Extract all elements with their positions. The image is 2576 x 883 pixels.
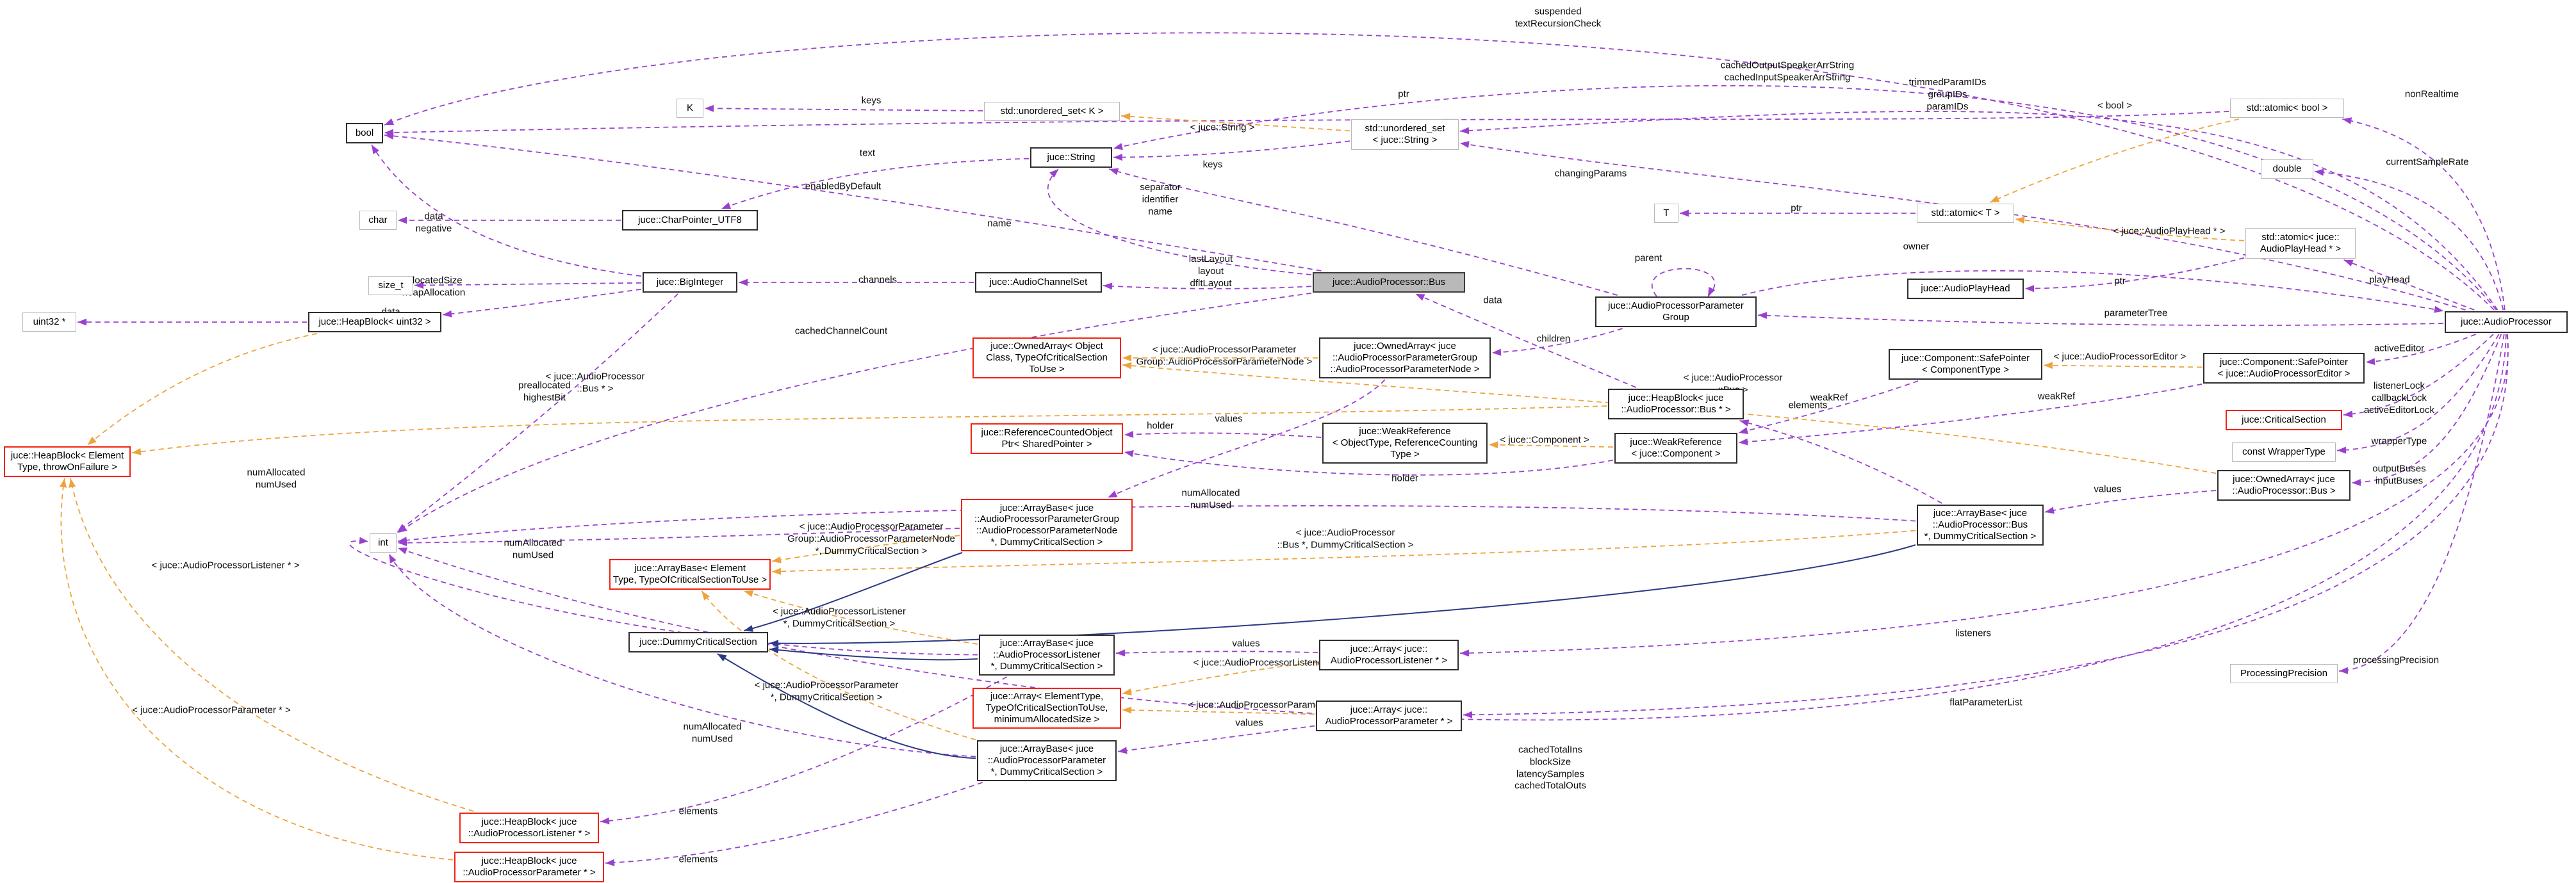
diagram-node-K[interactable]: K — [677, 99, 703, 118]
diagram-node-cp_utf8[interactable]: juce::CharPointer_UTF8 — [622, 210, 758, 231]
diagram-node-processor[interactable]: juce::AudioProcessor — [2445, 311, 2568, 333]
diagram-node-arr_listener[interactable]: juce::Array< juce:: AudioProcessorListen… — [1319, 640, 1459, 670]
diagram-node-playhead[interactable]: juce::AudioPlayHead — [1907, 279, 2024, 299]
diagram-node-ab_bus[interactable]: juce::ArrayBase< juce ::AudioProcessor::… — [1917, 505, 2044, 546]
diagram-node-atomic_t[interactable]: std::atomic< T > — [1917, 204, 2014, 223]
diagram-node-oa_generic[interactable]: juce::OwnedArray< Object Class, TypeOfCr… — [972, 337, 1121, 378]
diagram-node-ab_generic[interactable]: juce::ArrayBase< Element Type, TypeOfCri… — [609, 559, 771, 590]
diagram-node-bus[interactable]: juce::AudioProcessor::Bus — [1313, 272, 1465, 293]
diagram-node-procprec[interactable]: ProcessingPrecision — [2230, 664, 2338, 683]
diagram-node-paramgroup[interactable]: juce::AudioProcessorParameter Group — [1595, 296, 1757, 327]
diagram-node-ab_parameter[interactable]: juce::ArrayBase< juce ::AudioProcessorPa… — [977, 740, 1117, 781]
diagram-node-int[interactable]: int — [370, 533, 397, 553]
diagram-node-ab_listener[interactable]: juce::ArrayBase< juce ::AudioProcessorLi… — [979, 635, 1115, 676]
diagram-node-atomic_ph[interactable]: std::atomic< juce:: AudioPlayHead * > — [2245, 228, 2356, 259]
diagram-node-rcop[interactable]: juce::ReferenceCountedObject Ptr< Shared… — [971, 423, 1123, 454]
diagram-node-hb_busp[interactable]: juce::HeapBlock< juce ::AudioProcessor::… — [1608, 389, 1744, 419]
diagram-node-uset_string[interactable]: std::unordered_set < juce::String > — [1351, 119, 1459, 150]
diagram-node-uset_k[interactable]: std::unordered_set< K > — [984, 102, 1120, 121]
diagram-node-arr_generic[interactable]: juce::Array< ElementType, TypeOfCritical… — [972, 688, 1121, 729]
diagram-node-atomic_bool[interactable]: std::atomic< bool > — [2230, 99, 2344, 118]
diagram-node-sp_editor[interactable]: juce::Component::SafePointer < juce::Aud… — [2203, 353, 2365, 384]
diagram-node-string[interactable]: juce::String — [1030, 147, 1112, 168]
diagram-node-oa_bus[interactable]: juce::OwnedArray< juce ::AudioProcessor:… — [2217, 470, 2350, 501]
diagram-node-sp_generic[interactable]: juce::Component::SafePointer < Component… — [1889, 349, 2042, 380]
diagram-node-hb_listener[interactable]: juce::HeapBlock< juce ::AudioProcessorLi… — [459, 813, 599, 843]
diagram-node-arr_parameter[interactable]: juce::Array< juce:: AudioProcessorParame… — [1316, 701, 1462, 731]
diagram-node-critsec[interactable]: juce::CriticalSection — [2226, 410, 2342, 430]
diagram-node-oa_apn[interactable]: juce::OwnedArray< juce ::AudioProcessorP… — [1319, 337, 1491, 378]
diagram-node-hb_uint32[interactable]: juce::HeapBlock< uint32 > — [308, 312, 441, 332]
diagram-node-wr_component[interactable]: juce::WeakReference < juce::Component > — [1614, 433, 1737, 464]
diagram-node-double[interactable]: double — [2261, 159, 2313, 179]
diagram-node-dummycs[interactable]: juce::DummyCriticalSection — [628, 632, 768, 652]
diagram-node-size_t[interactable]: size_t — [368, 276, 413, 295]
diagram-node-wr_generic[interactable]: juce::WeakReference < ObjectType, Refere… — [1322, 423, 1488, 464]
diagram-node-T[interactable]: T — [1654, 204, 1678, 223]
diagram-node-ab_apn[interactable]: juce::ArrayBase< juce ::AudioProcessorPa… — [961, 499, 1133, 551]
diagram-node-channelset[interactable]: juce::AudioChannelSet — [975, 272, 1102, 293]
diagram-node-uint32p[interactable]: uint32 * — [22, 312, 76, 332]
diagram-node-char[interactable]: char — [359, 211, 397, 230]
diagram-node-bigint[interactable]: juce::BigInteger — [643, 272, 737, 293]
diagram-node-hb_parameter[interactable]: juce::HeapBlock< juce ::AudioProcessorPa… — [454, 852, 604, 882]
diagram-node-wrappertype[interactable]: const WrapperType — [2232, 442, 2336, 462]
diagram-node-hb_generic[interactable]: juce::HeapBlock< Element Type, throwOnFa… — [4, 446, 131, 477]
diagram-node-bool[interactable]: bool — [346, 123, 383, 143]
